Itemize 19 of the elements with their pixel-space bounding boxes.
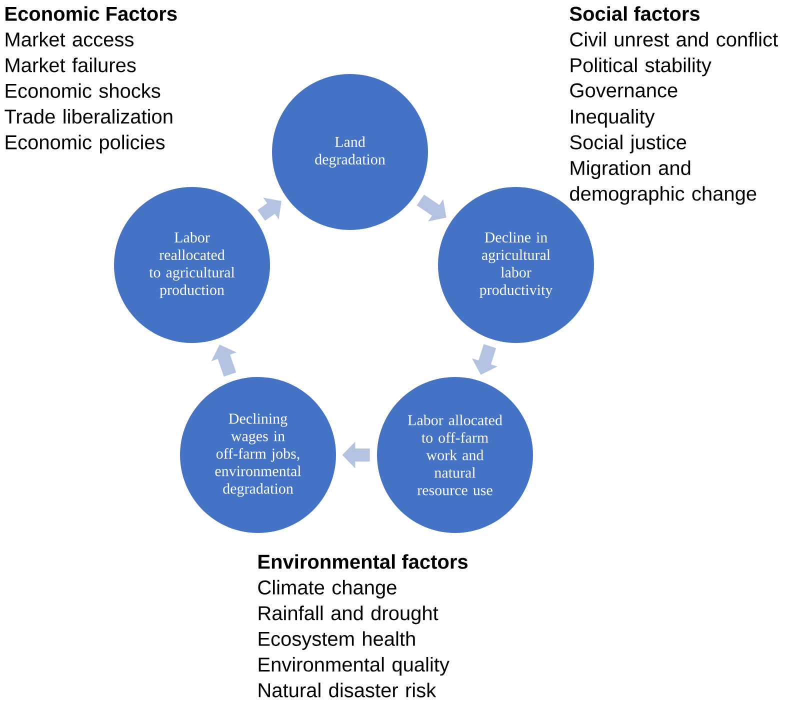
factor-item: Natural disaster risk	[258, 682, 436, 698]
factor-item: Governance	[570, 83, 678, 98]
factor-heading: Social factors	[570, 6, 700, 21]
factor-item: Climate change	[258, 580, 396, 599]
factor-item: Ecosystem health	[258, 631, 415, 650]
factor-item: Trade liberalization	[4, 109, 172, 124]
factor-item: Social justice	[570, 134, 686, 154]
factor-item: Economic policies	[6, 134, 165, 154]
factor-item: Market access	[6, 32, 134, 47]
factor-item: Economic shocks	[6, 83, 160, 98]
factor-heading: Economic Factors	[6, 6, 177, 21]
factor-item: Inequality	[571, 109, 655, 128]
factor-heading: Environmental factors	[258, 554, 468, 569]
factor-item: Environmental quality	[258, 657, 450, 676]
factor-item: Civil unrest and conflict	[570, 32, 778, 47]
block-arrow	[258, 198, 282, 221]
factor-item: Rainfall and drought	[258, 606, 438, 624]
factor-item: Market failures	[6, 58, 136, 72]
factor-item: Political stability	[570, 58, 712, 76]
